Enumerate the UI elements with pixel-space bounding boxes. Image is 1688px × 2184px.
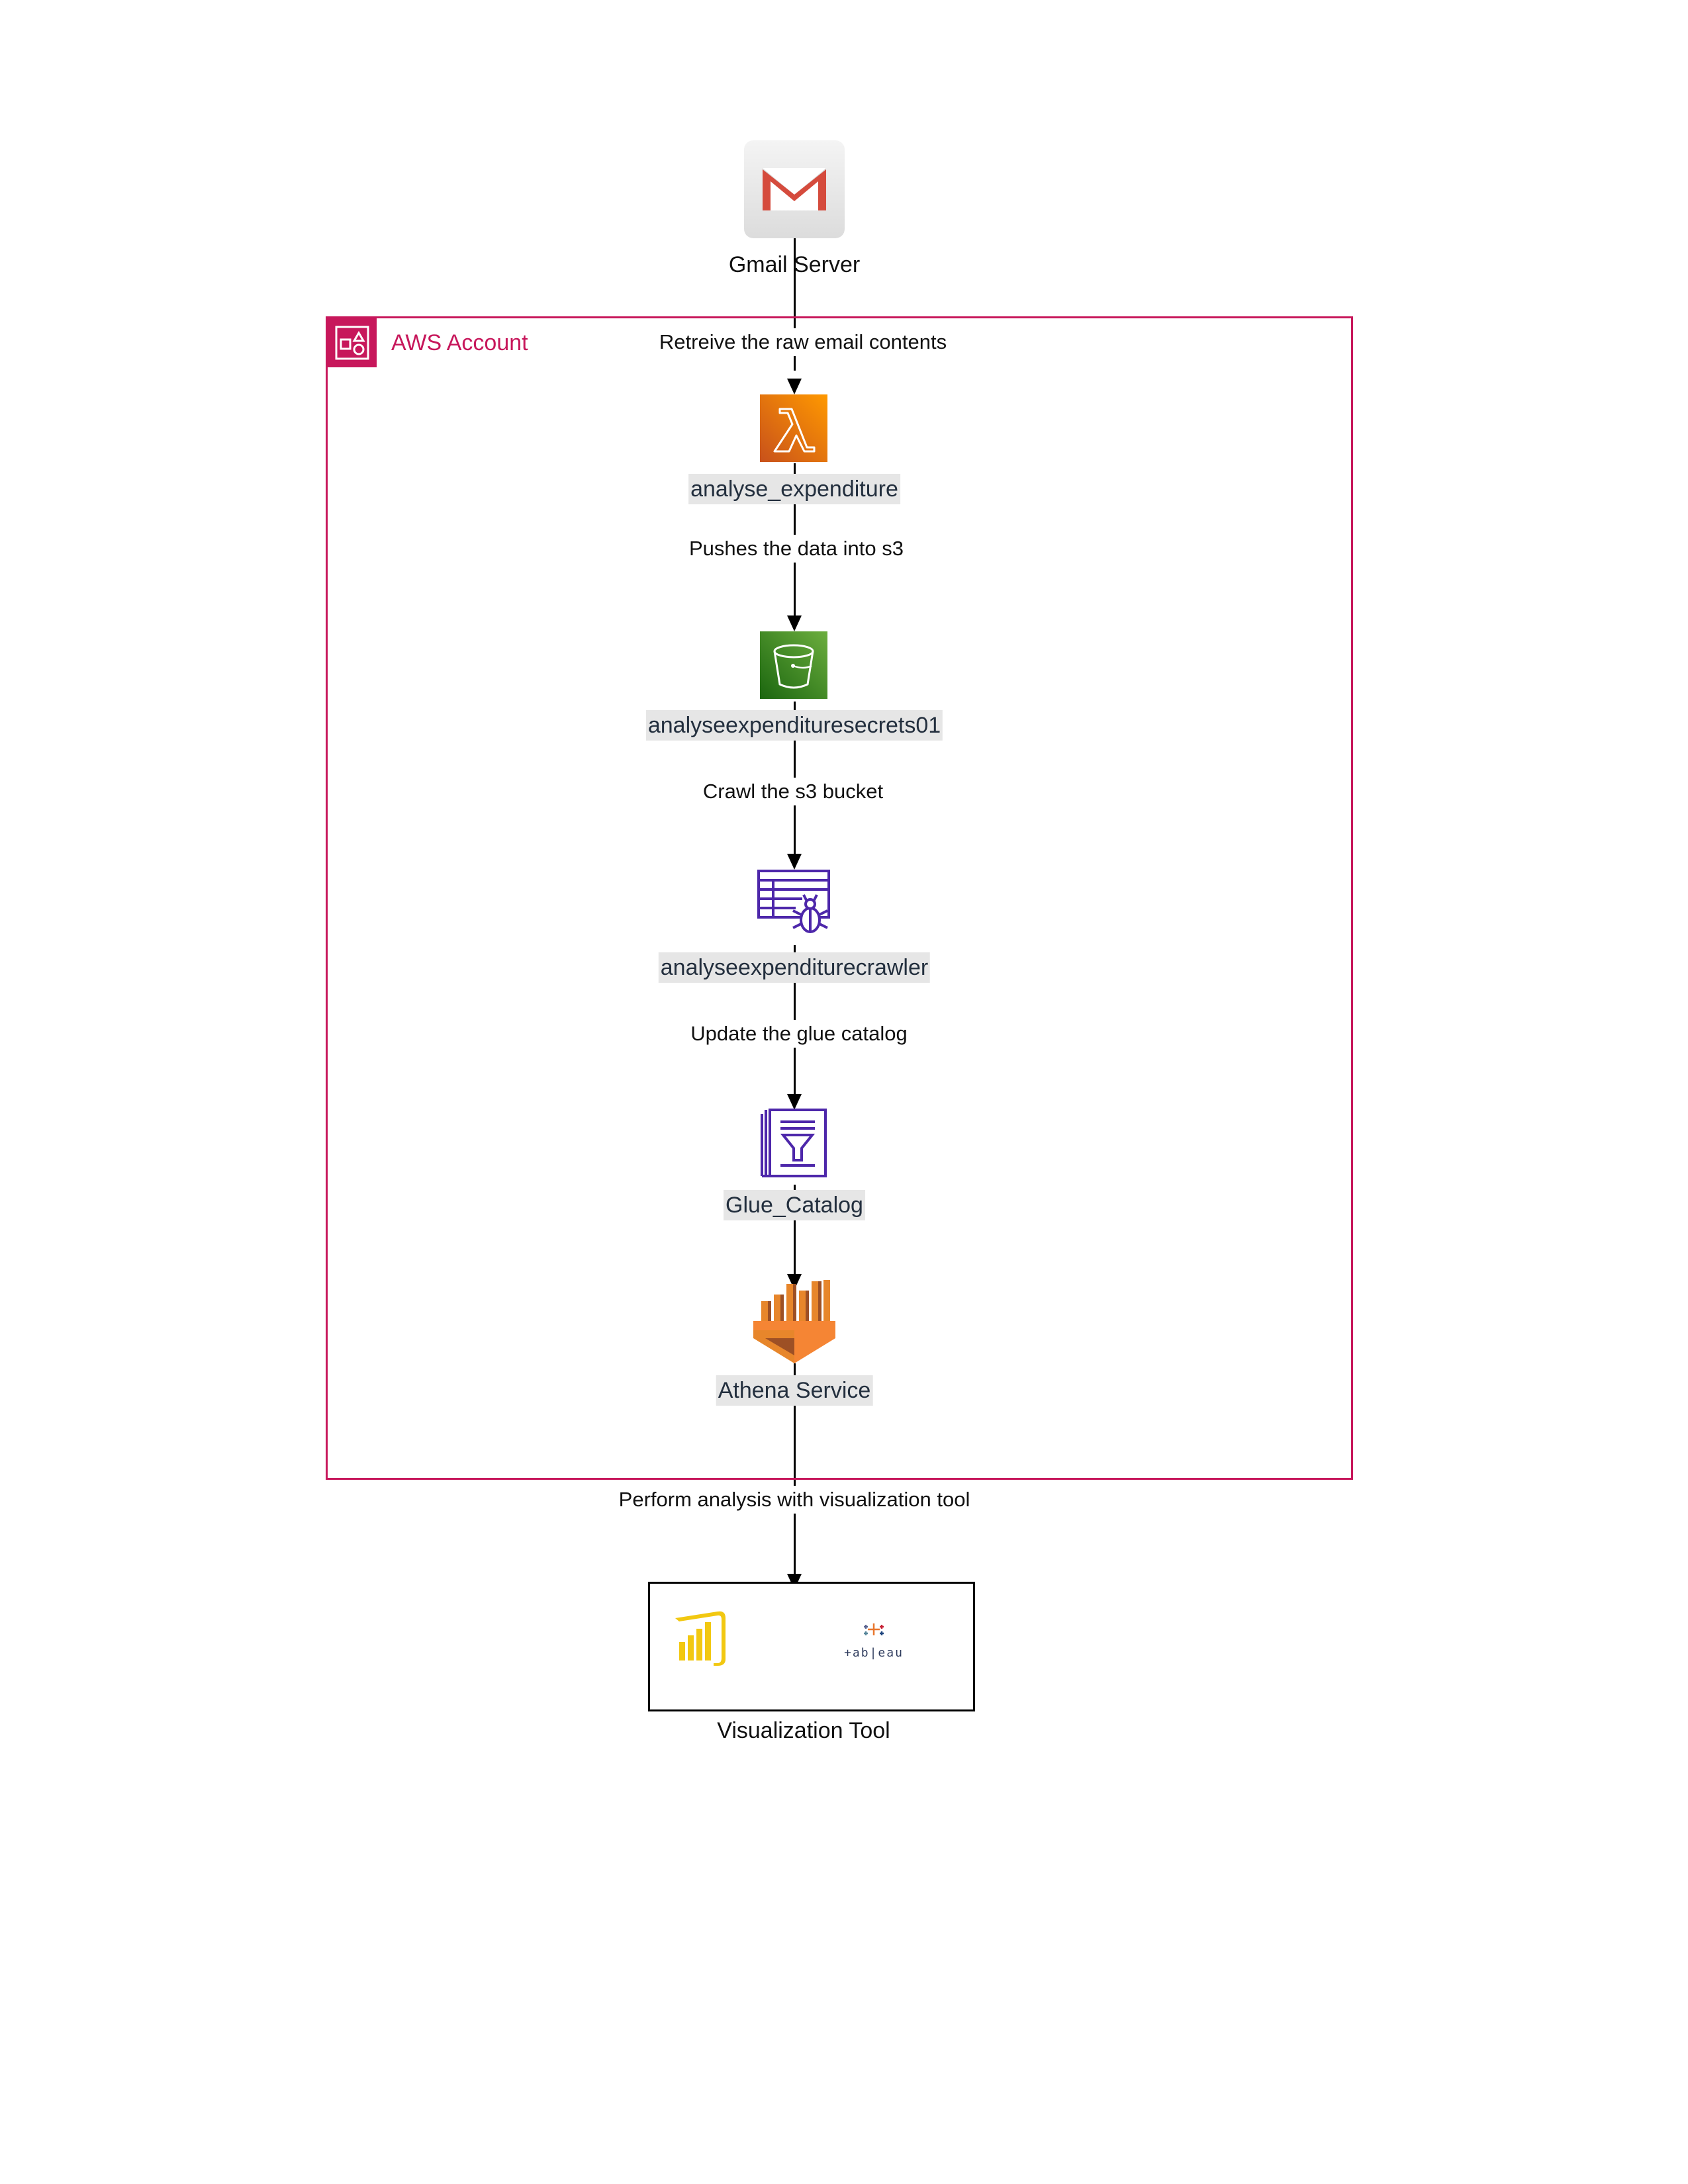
edge-label-push-s3: Pushes the data into s3 [686, 535, 907, 563]
arrowhead-crawler [787, 854, 802, 870]
s3-label: analyseexpendituresecrets01 [645, 710, 943, 741]
glue-crawler-icon[interactable] [756, 868, 831, 942]
aws-s3-bucket-icon[interactable] [760, 631, 827, 699]
tableau-icon[interactable]: +ab|eau [834, 1622, 914, 1668]
connector-crawler-catalog [794, 945, 796, 1094]
athena-label: Athena Service [716, 1375, 873, 1406]
connector-athena-viz [794, 1363, 796, 1582]
aws-account-group[interactable]: AWS Account [326, 316, 1353, 1480]
edge-label-crawl: Crawl the s3 bucket [700, 778, 886, 805]
tableau-wordmark: +ab|eau [844, 1646, 904, 1660]
aws-account-group-icon [328, 318, 377, 367]
aws-account-label: AWS Account [391, 330, 528, 355]
edge-label-perform-analysis: Perform analysis with visualization tool [616, 1486, 973, 1514]
arrowhead-catalog [787, 1094, 802, 1110]
catalog-label: Glue_Catalog [724, 1190, 865, 1220]
connector-catalog-athena [794, 1185, 796, 1274]
power-bi-icon[interactable] [674, 1610, 729, 1668]
lambda-label: analyse_expenditure [688, 474, 900, 504]
arrowhead-lambda [787, 379, 802, 394]
arrowhead-s3 [787, 615, 802, 631]
aws-lambda-icon[interactable] [760, 394, 827, 462]
visualization-tool-box[interactable]: +ab|eau [648, 1582, 975, 1711]
gmail-label: Gmail Server [728, 252, 861, 277]
connector-gmail-lambda [794, 218, 796, 371]
glue-data-catalog-icon[interactable] [759, 1107, 828, 1179]
aws-athena-icon[interactable] [752, 1277, 837, 1365]
edge-label-retrieve: Retreive the raw email contents [656, 328, 950, 356]
visualization-tool-label: Visualization Tool [717, 1718, 890, 1743]
gmail-icon[interactable] [744, 140, 845, 238]
edge-label-update-catalog: Update the glue catalog [688, 1020, 910, 1048]
crawler-label: analyseexpenditurecrawler [658, 952, 931, 983]
